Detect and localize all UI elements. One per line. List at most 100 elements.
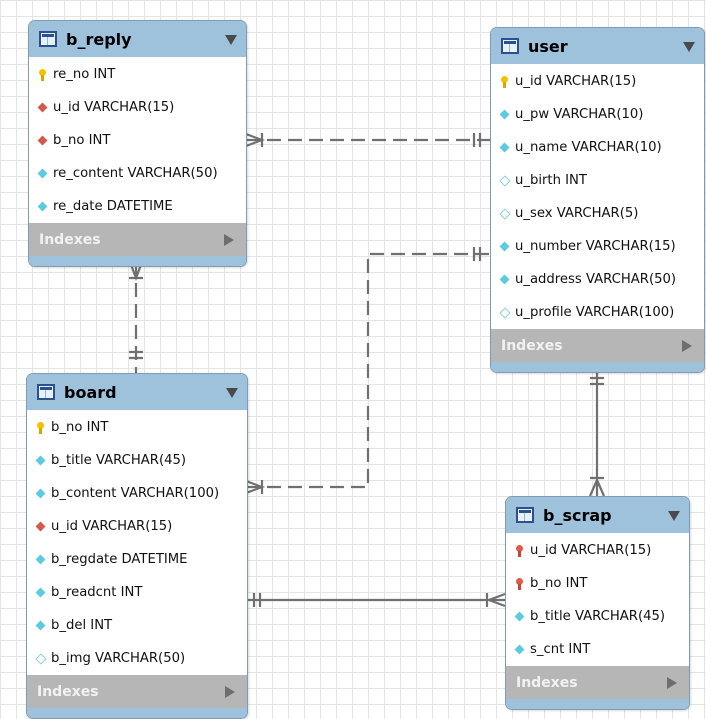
column-row[interactable]: b_readcnt INT — [27, 576, 247, 609]
column-label: u_pw VARCHAR(10) — [515, 107, 644, 122]
not-null-column-icon — [514, 644, 526, 656]
primary-key-icon — [499, 75, 511, 88]
table-header[interactable]: b_reply — [29, 21, 246, 57]
column-row[interactable]: u_number VARCHAR(15) — [491, 230, 704, 263]
column-label: u_id VARCHAR(15) — [530, 543, 652, 558]
column-list: u_id VARCHAR(15) u_pw VARCHAR(10) u_name… — [491, 64, 704, 329]
relationship-board-user — [246, 252, 490, 489]
column-label: b_readcnt INT — [51, 585, 143, 600]
column-row[interactable]: b_content VARCHAR(100) — [27, 477, 247, 510]
one-mandatory-icon — [129, 350, 143, 360]
indexes-section[interactable]: Indexes — [506, 666, 689, 699]
not-null-column-icon — [37, 168, 49, 180]
column-label: b_title VARCHAR(45) — [530, 609, 666, 624]
table-name: b_scrap — [543, 505, 612, 525]
column-label: re_date DATETIME — [53, 199, 173, 214]
table-icon — [39, 31, 57, 47]
crows-foot-icon — [245, 479, 266, 495]
column-row[interactable]: b_no INT — [27, 411, 247, 444]
table-name: board — [64, 382, 117, 402]
primary-foreign-key-icon — [514, 544, 526, 557]
table-header[interactable]: board — [27, 374, 247, 410]
column-row[interactable]: s_cnt INT — [506, 633, 689, 666]
column-row[interactable]: u_id VARCHAR(15) — [506, 534, 689, 567]
column-row[interactable]: re_date DATETIME — [29, 190, 246, 223]
not-null-column-icon — [499, 109, 511, 121]
column-row[interactable]: b_img VARCHAR(50) — [27, 642, 247, 675]
column-row[interactable]: u_id VARCHAR(15) — [29, 91, 246, 124]
column-label: u_id VARCHAR(15) — [515, 74, 637, 89]
collapse-arrow-icon[interactable] — [668, 511, 680, 521]
not-null-column-icon — [35, 620, 47, 632]
table-board[interactable]: board b_no INT b_title VARCHAR(45) b_con… — [26, 373, 248, 719]
table-header[interactable]: b_scrap — [506, 497, 689, 533]
indexes-label: Indexes — [501, 337, 563, 354]
table-b-scrap[interactable]: b_scrap u_id VARCHAR(15) b_no INT b_titl… — [505, 496, 690, 710]
column-label: u_id VARCHAR(15) — [51, 519, 173, 534]
table-icon — [516, 507, 534, 523]
collapse-arrow-icon[interactable] — [226, 388, 238, 398]
column-label: b_regdate DATETIME — [51, 552, 188, 567]
expand-arrow-icon[interactable] — [682, 340, 692, 352]
table-name: b_reply — [66, 29, 132, 49]
table-header[interactable]: user — [491, 28, 704, 64]
nullable-column-icon — [35, 653, 47, 665]
table-icon — [501, 38, 519, 54]
primary-key-icon — [37, 68, 49, 81]
table-footer — [491, 362, 704, 372]
column-label: re_content VARCHAR(50) — [53, 166, 218, 181]
column-row[interactable]: u_name VARCHAR(10) — [491, 131, 704, 164]
not-null-column-icon — [37, 201, 49, 213]
column-list: b_no INT b_title VARCHAR(45) b_content V… — [27, 410, 247, 675]
column-row[interactable]: b_no INT — [506, 567, 689, 600]
indexes-section[interactable]: Indexes — [491, 329, 704, 362]
column-row[interactable]: u_id VARCHAR(15) — [491, 65, 704, 98]
collapse-arrow-icon[interactable] — [225, 35, 237, 45]
not-null-column-icon — [35, 455, 47, 467]
not-null-column-icon — [499, 142, 511, 154]
column-label: u_id VARCHAR(15) — [53, 100, 175, 115]
not-null-column-icon — [499, 274, 511, 286]
column-row[interactable]: u_address VARCHAR(50) — [491, 263, 704, 296]
expand-arrow-icon[interactable] — [667, 677, 677, 689]
foreign-key-icon — [35, 521, 47, 533]
column-row[interactable]: b_regdate DATETIME — [27, 543, 247, 576]
column-row[interactable]: re_content VARCHAR(50) — [29, 157, 246, 190]
not-null-column-icon — [35, 587, 47, 599]
expand-arrow-icon[interactable] — [224, 234, 234, 246]
one-mandatory-icon — [472, 133, 482, 147]
column-label: b_no INT — [51, 420, 109, 435]
nullable-column-icon — [499, 307, 511, 319]
expand-arrow-icon[interactable] — [225, 686, 235, 698]
column-label: b_no INT — [530, 576, 588, 591]
column-row[interactable]: u_birth INT — [491, 164, 704, 197]
not-null-column-icon — [35, 554, 47, 566]
column-row[interactable]: b_no INT — [29, 124, 246, 157]
foreign-key-icon — [37, 135, 49, 147]
table-user[interactable]: user u_id VARCHAR(15) u_pw VARCHAR(10) u… — [490, 27, 705, 373]
column-row[interactable]: b_title VARCHAR(45) — [506, 600, 689, 633]
column-row[interactable]: u_profile VARCHAR(100) — [491, 296, 704, 329]
table-footer — [27, 708, 247, 718]
column-label: re_no INT — [53, 67, 116, 82]
crows-foot-icon — [128, 261, 144, 282]
column-row[interactable]: u_sex VARCHAR(5) — [491, 197, 704, 230]
column-label: u_profile VARCHAR(100) — [515, 305, 675, 320]
column-label: s_cnt INT — [530, 642, 591, 657]
column-label: u_sex VARCHAR(5) — [515, 206, 639, 221]
column-row[interactable]: b_del INT — [27, 609, 247, 642]
table-b-reply[interactable]: b_reply re_no INT u_id VARCHAR(15) b_no … — [28, 20, 247, 267]
column-row[interactable]: u_id VARCHAR(15) — [27, 510, 247, 543]
nullable-column-icon — [499, 208, 511, 220]
indexes-section[interactable]: Indexes — [29, 223, 246, 256]
not-null-column-icon — [499, 241, 511, 253]
foreign-key-icon — [37, 102, 49, 114]
column-row[interactable]: re_no INT — [29, 58, 246, 91]
collapse-arrow-icon[interactable] — [683, 42, 695, 52]
column-row[interactable]: b_title VARCHAR(45) — [27, 444, 247, 477]
indexes-section[interactable]: Indexes — [27, 675, 247, 708]
column-row[interactable]: u_pw VARCHAR(10) — [491, 98, 704, 131]
crows-foot-icon — [245, 132, 266, 148]
table-name: user — [528, 36, 568, 56]
